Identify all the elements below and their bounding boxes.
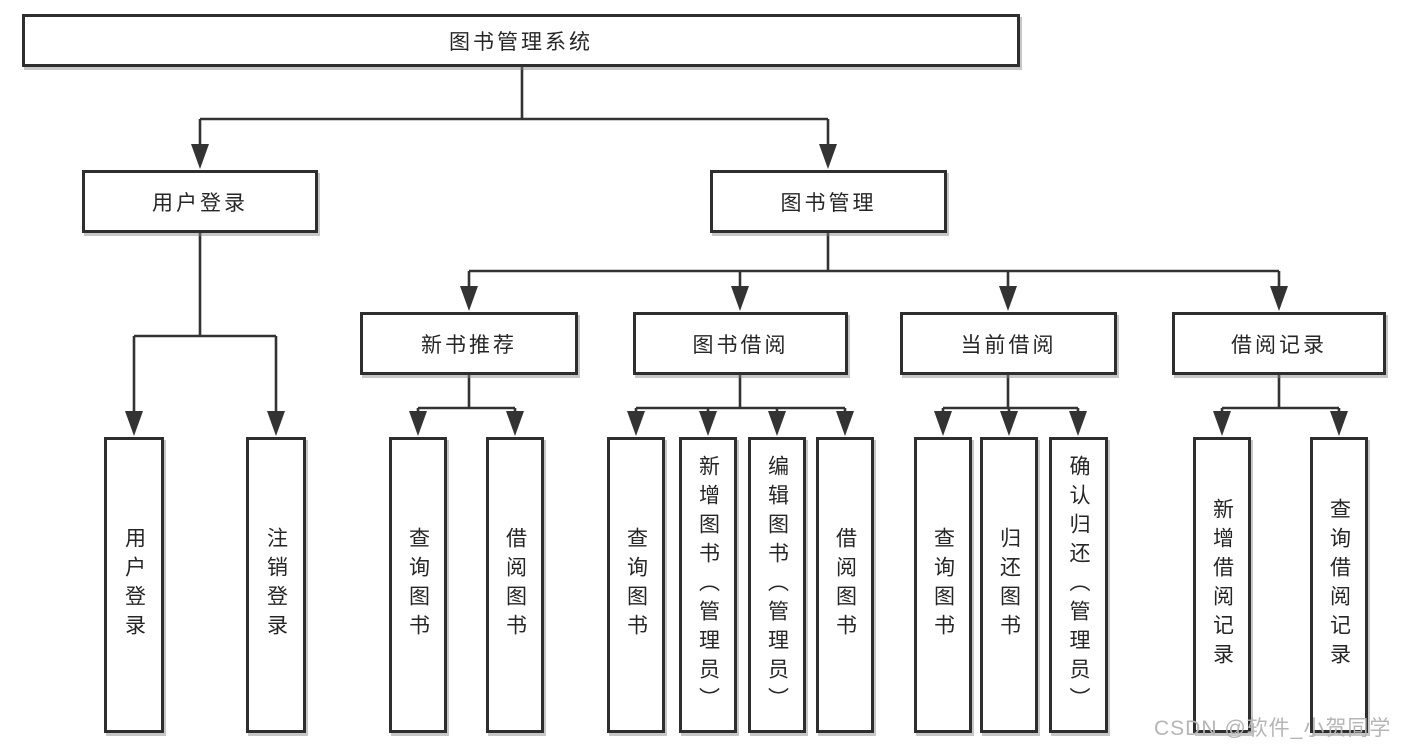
arrowhead-icons bbox=[125, 144, 1348, 436]
leaf-borrow-books-recommend: 借阅图书 bbox=[486, 437, 544, 733]
node-label: 当前借阅 bbox=[960, 333, 1057, 357]
leaf-query-borrow-record: 查询借阅记录 bbox=[1310, 437, 1368, 733]
node-label: 查询借阅记录 bbox=[1327, 498, 1351, 672]
watermark-text: CSDN @软件_小贺同学 bbox=[1154, 717, 1392, 740]
node-library-management-system: 图书管理系统 bbox=[22, 14, 1020, 67]
node-label: 用户登录 bbox=[122, 527, 146, 643]
leaf-user-login: 用户登录 bbox=[104, 437, 164, 733]
node-label: 借阅记录 bbox=[1231, 333, 1327, 357]
node-label: 图书借阅 bbox=[692, 333, 789, 357]
leaf-add-book-admin: 新增图书（管理员） bbox=[679, 437, 737, 733]
node-current-borrowing: 当前借阅 bbox=[900, 312, 1117, 375]
node-label: 新增借阅记录 bbox=[1210, 498, 1234, 672]
node-book-management: 图书管理 bbox=[710, 170, 947, 233]
node-label: 注销登录 bbox=[264, 527, 288, 643]
node-label: 借阅图书 bbox=[503, 527, 527, 643]
node-label: 图书管理 bbox=[780, 191, 877, 215]
node-label: 图书管理系统 bbox=[449, 30, 593, 54]
node-label: 借阅图书 bbox=[833, 527, 857, 643]
leaf-return-books: 归还图书 bbox=[980, 437, 1038, 733]
leaf-edit-book-admin: 编辑图书（管理员） bbox=[748, 437, 806, 733]
node-borrowing-records: 借阅记录 bbox=[1172, 312, 1386, 375]
node-label: 归还图书 bbox=[997, 527, 1021, 643]
leaf-query-books-borrowing: 查询图书 bbox=[607, 437, 665, 733]
node-new-book-recommendation: 新书推荐 bbox=[360, 312, 578, 375]
leaf-borrow-books-borrowing: 借阅图书 bbox=[816, 437, 874, 733]
node-label: 查询图书 bbox=[406, 527, 430, 643]
node-label: 新增图书（管理员） bbox=[696, 454, 720, 716]
leaf-add-borrow-record: 新增借阅记录 bbox=[1193, 437, 1251, 733]
leaf-logout: 注销登录 bbox=[246, 437, 306, 733]
node-label: 用户登录 bbox=[152, 191, 248, 215]
node-label: 确认归还（管理员） bbox=[1067, 454, 1090, 716]
leaf-query-books-current: 查询图书 bbox=[914, 437, 972, 733]
leaf-confirm-return-admin: 确认归还（管理员） bbox=[1049, 437, 1108, 733]
node-user-login: 用户登录 bbox=[82, 170, 318, 233]
leaf-query-books-recommend: 查询图书 bbox=[389, 437, 447, 733]
node-label: 查询图书 bbox=[624, 527, 648, 643]
node-label: 编辑图书（管理员） bbox=[765, 454, 789, 716]
node-book-borrowing: 图书借阅 bbox=[633, 312, 848, 375]
node-label: 查询图书 bbox=[931, 527, 955, 643]
node-label: 新书推荐 bbox=[421, 333, 517, 357]
